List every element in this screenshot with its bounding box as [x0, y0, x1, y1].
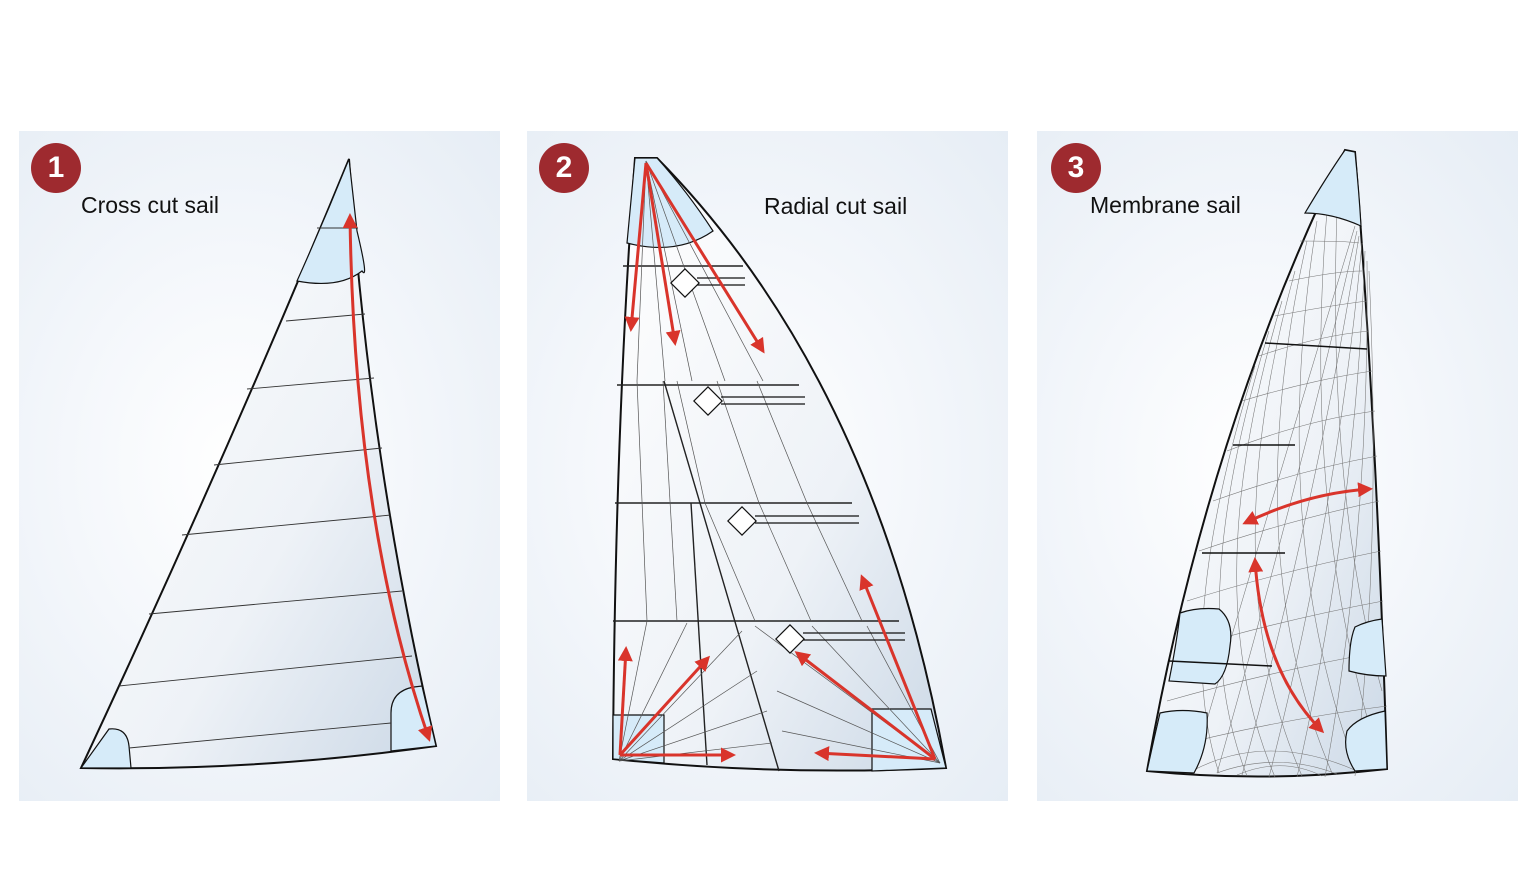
mid-leech-reinforcement [1348, 618, 1387, 677]
red-arrows-load-paths [617, 162, 937, 763]
head-reinforcement [1303, 149, 1362, 227]
red-arrow-diagonal-load [1248, 557, 1325, 734]
panel-title: Membrane sail [1090, 192, 1241, 218]
panel-title: Cross cut sail [81, 192, 220, 218]
sail-outline [79, 158, 438, 770]
sail-outline [1145, 148, 1389, 778]
panel-number-badge: 1 [31, 143, 81, 193]
membrane-sail-diagram [1145, 148, 1389, 778]
membrane-panel: 3 Membrane sail [1037, 131, 1518, 801]
panel-title: Radial cut sail [764, 193, 908, 219]
batten-pockets [670, 268, 905, 654]
clew-reinforcement [390, 685, 437, 752]
panel-number-badge: 3 [1051, 143, 1101, 193]
radial-gores [618, 160, 941, 764]
radial-cut-panel: 2 Radial cut sail [527, 131, 1008, 801]
red-arrow-horizontal-load [1242, 482, 1373, 525]
head-reinforcement [296, 158, 366, 285]
sail-outline [611, 157, 948, 772]
cross-cut-sail-diagram [79, 158, 438, 770]
radial-cut-sail-diagram [611, 157, 948, 772]
cross-cut-panel: 1 Cross cut sail [19, 131, 500, 801]
panel-seams [613, 265, 899, 772]
tack-reinforcement [79, 728, 132, 769]
tack-reinforcement [1146, 709, 1208, 774]
clew-reinforcement [1345, 710, 1388, 772]
red-arrow-luff-tension [342, 213, 433, 742]
panel-number-badge: 2 [539, 143, 589, 193]
mid-luff-reinforcement [1168, 607, 1232, 685]
